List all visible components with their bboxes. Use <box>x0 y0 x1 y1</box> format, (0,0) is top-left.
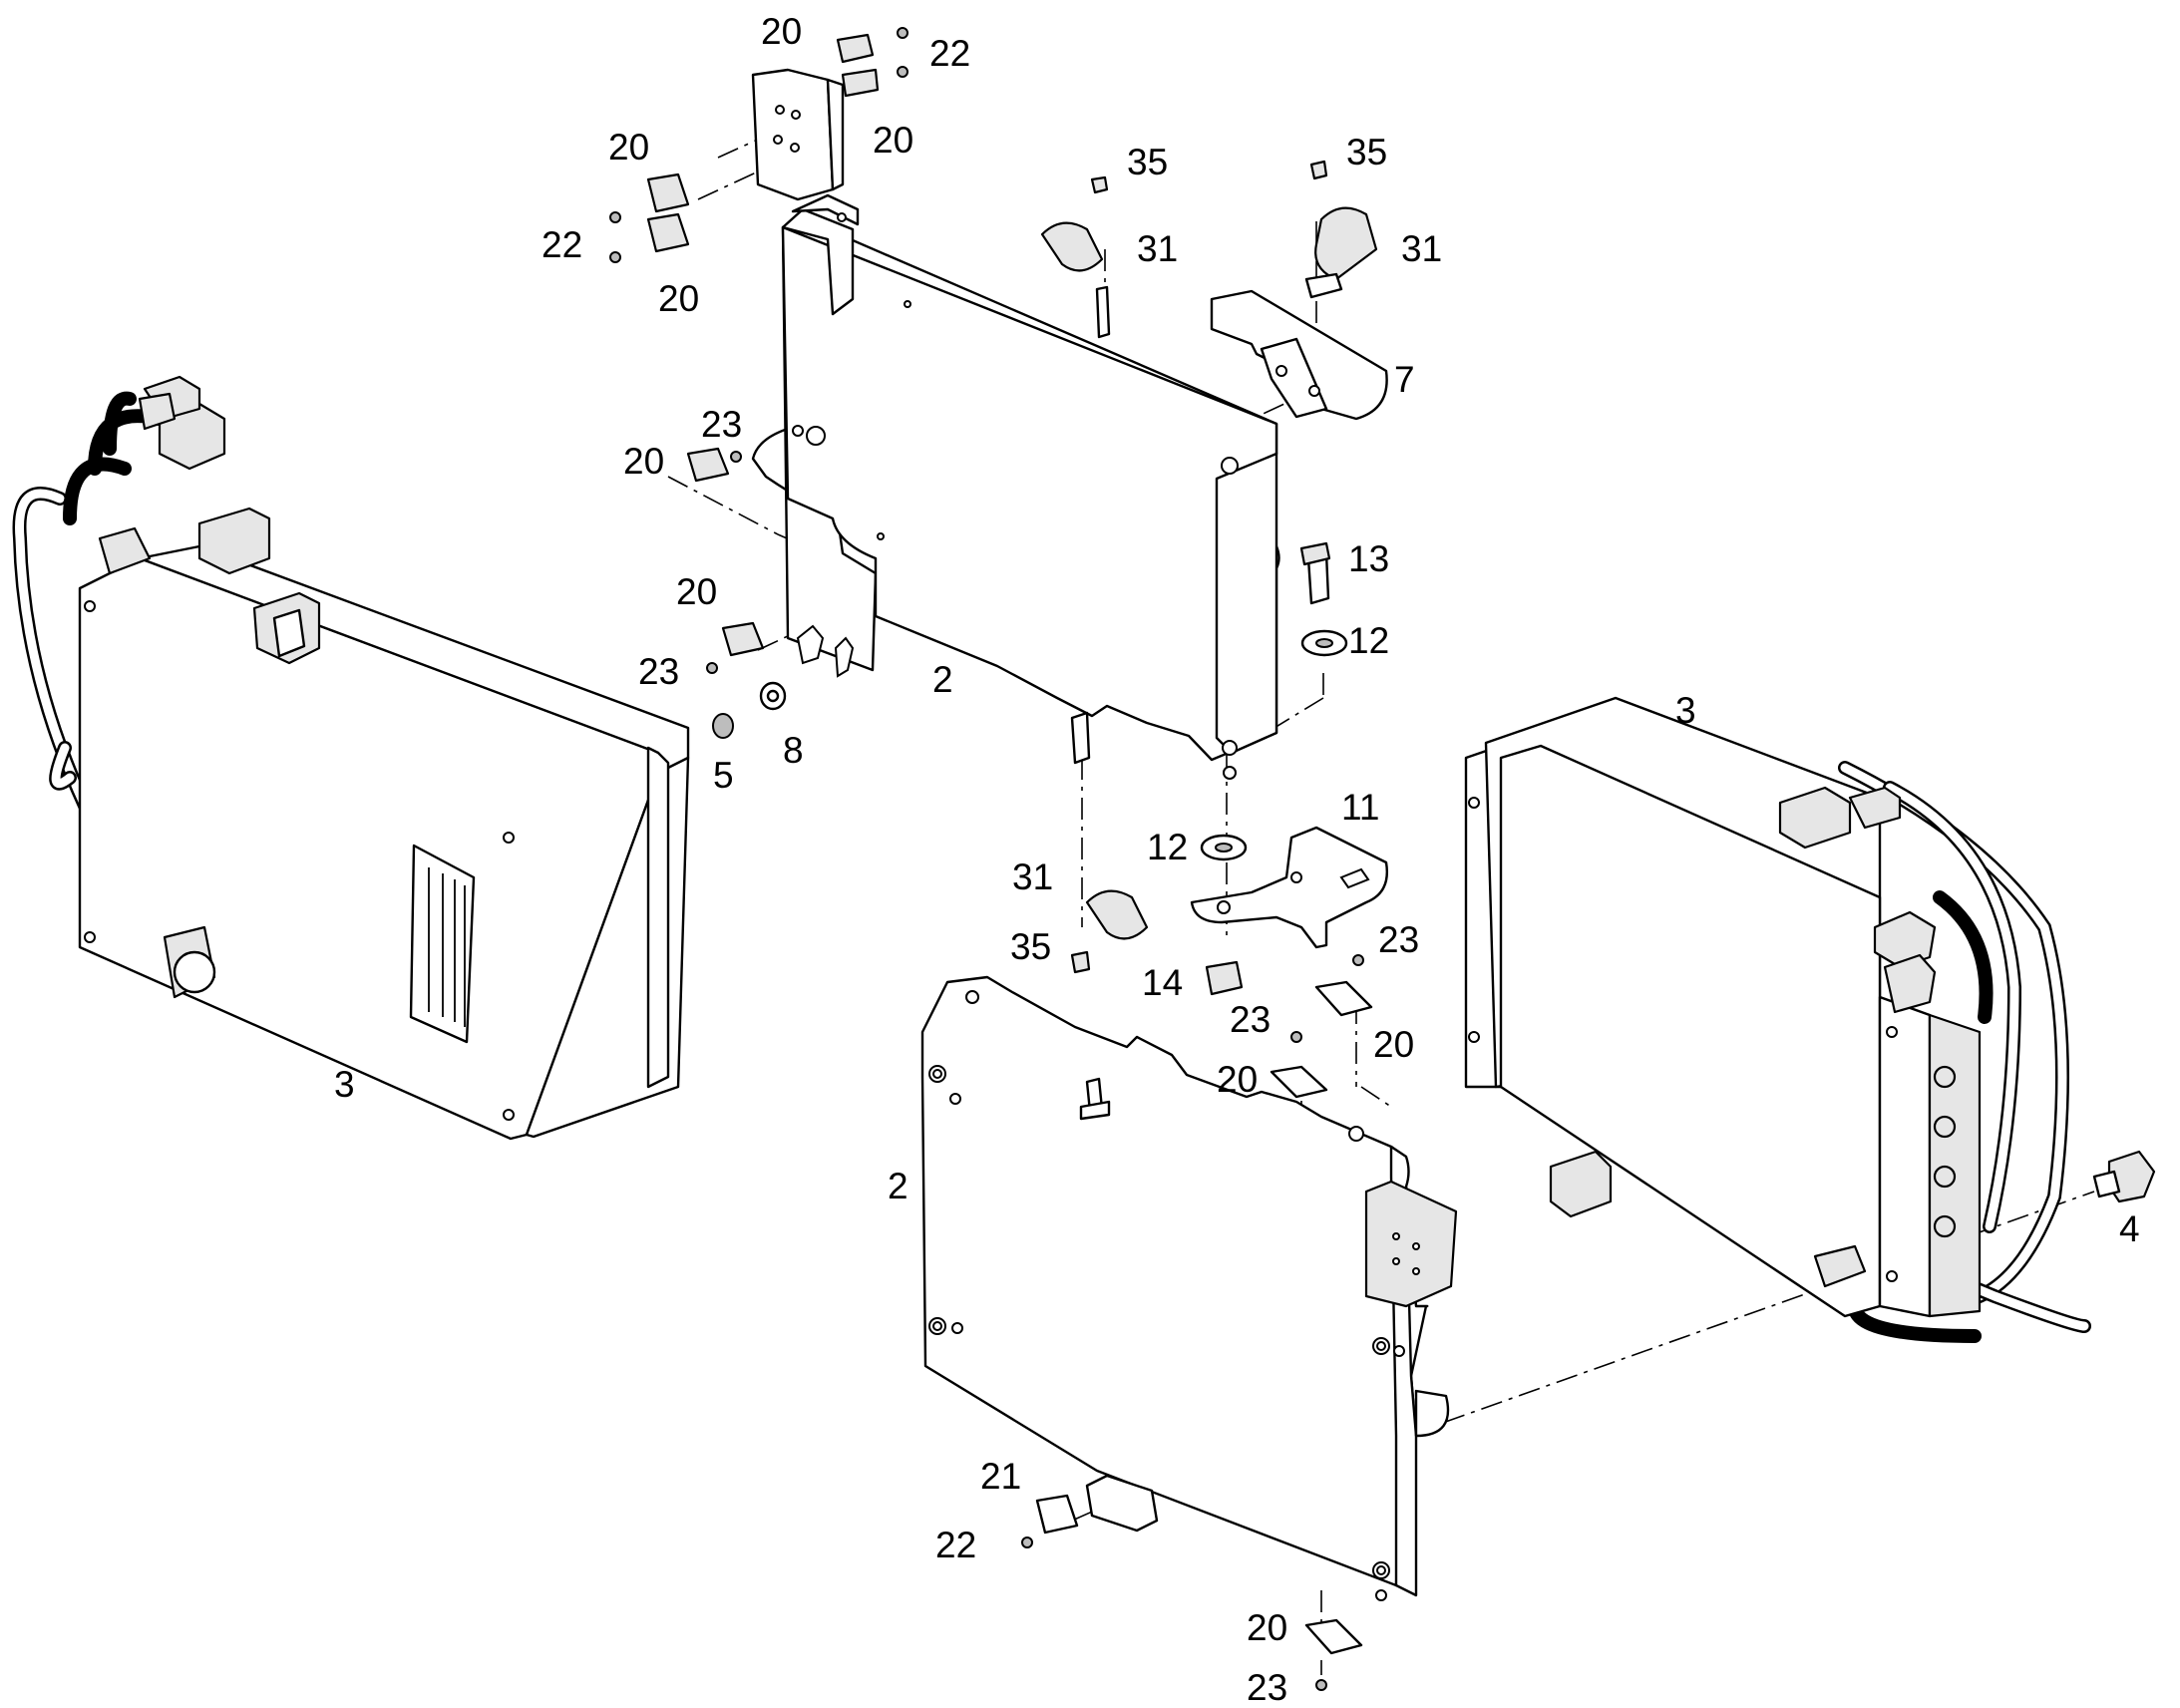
callout-c28: 23 <box>1230 999 1271 1040</box>
callout-c4: 20 <box>608 127 649 168</box>
callout-c29: 20 <box>1373 1024 1414 1065</box>
callout-c20: 8 <box>783 730 804 771</box>
callout-c2: 22 <box>929 33 970 74</box>
callout-c13: 20 <box>623 441 664 482</box>
upper-mounting-bracket <box>751 68 1318 780</box>
callout-labels: 20 22 20 20 22 20 35 31 35 31 7 23 20 13… <box>334 11 2140 1708</box>
callout-c8: 31 <box>1137 228 1178 269</box>
callout-c12: 23 <box>701 404 742 445</box>
callout-c33: 4 <box>2119 1208 2140 1249</box>
callout-c14: 13 <box>1348 538 1389 579</box>
callout-c27: 23 <box>1378 919 1419 960</box>
callout-c34: 21 <box>980 1456 1021 1497</box>
callout-c30: 20 <box>1217 1059 1258 1100</box>
callout-c36: 20 <box>1247 1607 1287 1648</box>
callout-c24: 31 <box>1012 856 1053 897</box>
callout-c35: 22 <box>935 1525 976 1565</box>
callout-c31: 3 <box>334 1064 355 1105</box>
lower-mounting-bracket <box>920 975 1458 1601</box>
callout-c16: 20 <box>676 571 717 612</box>
left-control-unit <box>12 375 690 1141</box>
callout-c17: 23 <box>638 651 679 692</box>
hardware-parts <box>609 27 2156 1691</box>
callout-c25: 35 <box>1010 926 1051 967</box>
callout-c9: 35 <box>1346 132 1387 172</box>
callout-c5: 22 <box>542 224 582 265</box>
callout-c37: 23 <box>1247 1667 1287 1708</box>
callout-c22: 11 <box>1341 787 1379 828</box>
callout-c26: 14 <box>1142 962 1183 1003</box>
bracket-11 <box>1190 826 1388 949</box>
callout-c19: 5 <box>713 755 734 796</box>
callout-c6: 20 <box>658 278 699 319</box>
bracket-7 <box>1210 289 1388 421</box>
callout-c1: 20 <box>761 11 802 52</box>
callout-c15: 12 <box>1348 620 1389 661</box>
callout-c32: 2 <box>888 1166 908 1206</box>
callout-c21: 3 <box>1675 690 1696 731</box>
callout-c7: 35 <box>1127 142 1168 182</box>
callout-c10: 31 <box>1401 228 1442 269</box>
callout-c23: 12 <box>1147 827 1188 867</box>
nameplate-lines <box>428 867 466 1027</box>
callout-c11: 7 <box>1394 359 1415 400</box>
callout-c18: 2 <box>932 659 953 700</box>
right-control-unit <box>1464 696 2091 1343</box>
callout-c3: 20 <box>873 120 913 161</box>
